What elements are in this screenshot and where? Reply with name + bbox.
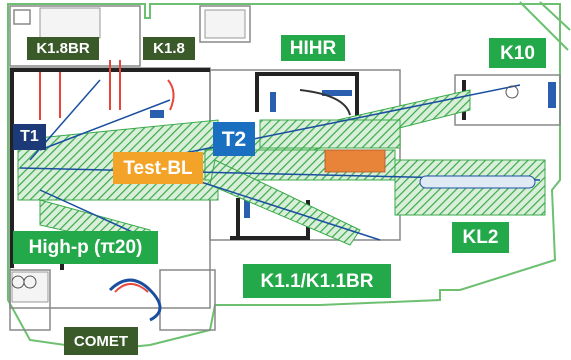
- label-k11: K1.1/K1.1BR: [243, 264, 391, 298]
- hihr-curve: [299, 89, 351, 116]
- label-hihr: HIHR: [281, 35, 345, 61]
- comet-ring: [108, 278, 162, 322]
- label-t1: T1: [13, 124, 46, 150]
- label-k10: K10: [489, 38, 546, 68]
- comet-ring-red: [114, 283, 149, 293]
- kl2-detector: [419, 175, 536, 189]
- label-k18br: K1.8BR: [27, 37, 99, 60]
- label-k18: K1.8: [143, 37, 195, 60]
- equipment-circles: [11, 85, 519, 289]
- label-test-bl: Test-BL: [113, 152, 203, 184]
- kl2-magnets: [324, 149, 386, 173]
- building-fills: [11, 7, 246, 303]
- label-t2: T2: [213, 122, 255, 156]
- label-kl2: KL2: [452, 222, 509, 253]
- red-beam-elements: [39, 60, 175, 120]
- label-high-p: High-p (π20): [13, 231, 158, 264]
- label-comet: COMET: [64, 327, 138, 355]
